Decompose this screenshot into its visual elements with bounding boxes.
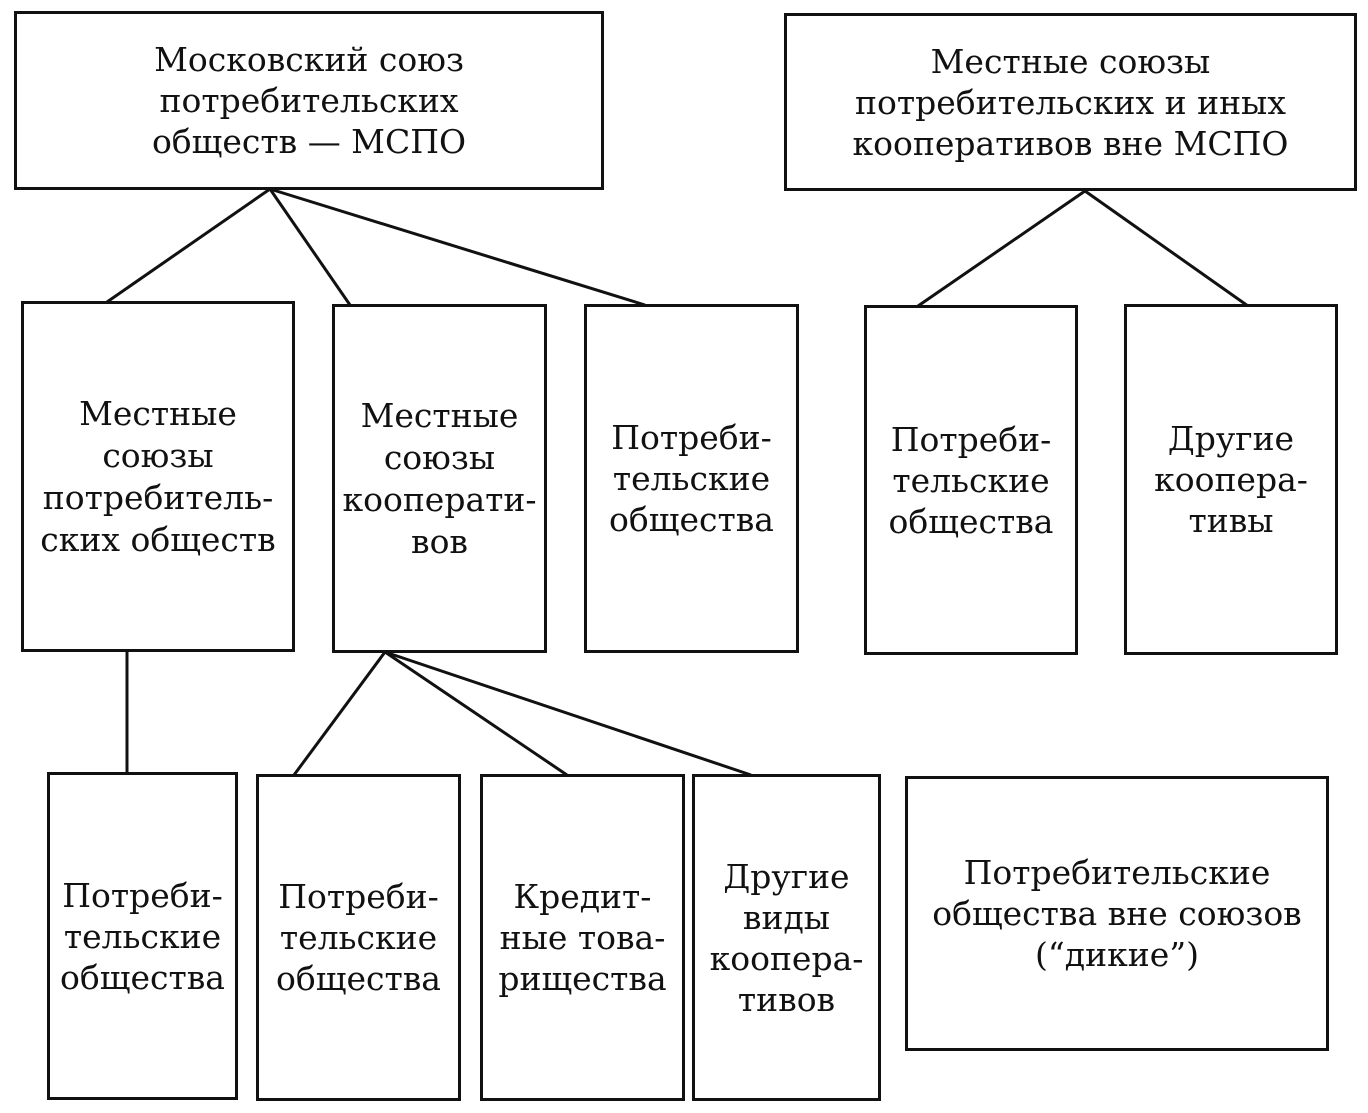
edge-coop-other-coop-types: [384, 650, 752, 777]
consumer-societies-mspo-label: Потреби- тельские общества: [609, 418, 774, 539]
edge-coop-consumer-societies: [292, 651, 387, 776]
other-cooperatives-label: Другие коопера- тивы: [1154, 419, 1308, 540]
consumer-societies-under-coops-box: Потреби- тельские общества: [256, 774, 461, 1101]
credit-partnerships-label: Кредит- ные това- рищества: [498, 877, 667, 998]
edge-mspo-consumer-societies: [269, 187, 646, 307]
credit-partnerships-box: Кредит- ные това- рищества: [480, 774, 685, 1101]
edge-coop-credit-partnerships: [384, 650, 568, 777]
local-unions-consumer-societies-box: Местные союзы потребитель- ских обществ: [21, 301, 295, 652]
consumer-societies-outside-label: Потреби- тельские общества: [888, 419, 1054, 541]
local-unions-consumer-societies-label: Местные союзы потребитель- ских обществ: [40, 393, 276, 559]
wild-consumer-societies-box: Потребительские общества вне союзов (“ди…: [905, 776, 1329, 1051]
consumer-societies-mspo-box: Потреби- тельские общества: [584, 304, 799, 653]
wild-consumer-societies-label: Потребительские общества вне союзов (“ди…: [932, 853, 1302, 974]
mspo-box: Московский союз потребительских обществ …: [14, 11, 604, 190]
local-unions-cooperatives-label: Местные союзы кооперати- вов: [342, 395, 537, 561]
edge-mspo-local-unions-coop: [268, 188, 352, 306]
local-unions-outside-mspo-box: Местные союзы потребительских и иных коо…: [784, 13, 1357, 191]
local-unions-cooperatives-box: Местные союзы кооперати- вов: [332, 304, 547, 653]
edge-mspo-local-unions-consumer: [106, 187, 271, 304]
edge-outside-other-coops: [1084, 189, 1249, 308]
other-coop-types-box: Другие виды коопера- тивов: [692, 774, 881, 1101]
consumer-societies-under-coops-label: Потреби- тельские общества: [276, 877, 441, 998]
local-unions-outside-mspo-label: Местные союзы потребительских и иных коо…: [852, 41, 1289, 163]
other-cooperatives-box: Другие коопера- тивы: [1124, 304, 1338, 655]
consumer-societies-under-unions-label: Потреби- тельские общества: [60, 875, 225, 997]
edge-outside-consumer-societies: [917, 189, 1086, 308]
mspo-label: Московский союз потребительских обществ …: [151, 40, 467, 161]
consumer-societies-under-unions-box: Потреби- тельские общества: [47, 772, 238, 1100]
consumer-societies-outside-box: Потреби- тельские общества: [864, 305, 1078, 655]
other-coop-types-label: Другие виды коопера- тивов: [709, 856, 864, 1019]
